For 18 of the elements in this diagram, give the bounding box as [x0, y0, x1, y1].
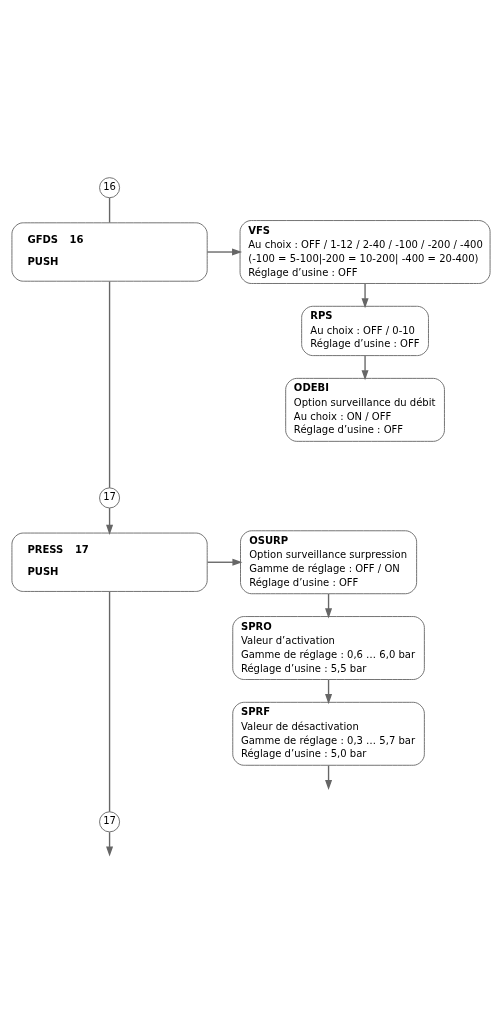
node-box: PRESS 17 PUSH — [11, 532, 208, 592]
arrow — [206, 248, 243, 256]
connector — [108, 197, 111, 224]
node-box: RPS Au choix : OFF / 0-10 Réglage d’usine : OFF — [301, 305, 429, 357]
node-circle: 17 — [99, 487, 121, 509]
arrow — [361, 283, 369, 309]
node-box: SPRO Valeur d’activation Gamme de réglage : 0,6 … 6,0 bar Réglage d’usine : 5,5 bar — [232, 616, 425, 680]
node-box: SPRF Valeur de désactivation Gamme de réglage : 0,3 … 5,7 bar Réglage d’usine : 5,0 bar — [232, 701, 425, 766]
node-box: OSURP Option surveillance surpression Gamme de réglage : OFF / ON Réglage d’usine : OFF — [240, 530, 418, 595]
node-box: GFDS 16 PUSH — [11, 222, 208, 282]
arrow — [361, 355, 369, 381]
node-circle: 17 — [99, 811, 121, 833]
node-circle: 16 — [99, 177, 121, 199]
connector — [108, 590, 111, 813]
node-box: ODEBI Option surveillance du débit Au choix : ON / OFF Réglage d’usine : OFF — [285, 377, 445, 442]
connector — [108, 280, 111, 489]
arrow — [206, 558, 243, 566]
node-box: VFS Au choix : OFF / 1-12 / 2-40 / -100 / -200 / -400 (-100 = 5-100|-200 = 10-200| -400 = 20-400) Réglage d’usine : OFF — [239, 220, 491, 284]
